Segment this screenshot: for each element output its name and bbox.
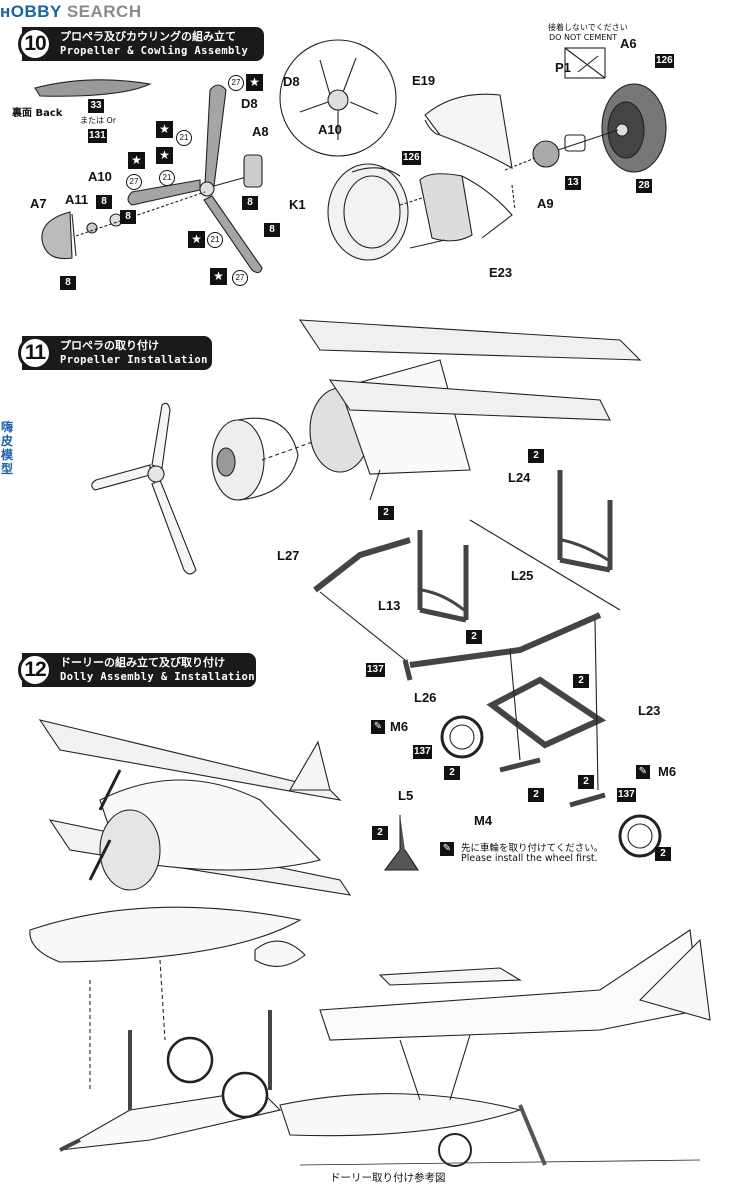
code-137-a: 137: [366, 663, 385, 677]
code-28: 28: [636, 179, 652, 193]
step-10-title-jp: プロペラ及びカウリングの組み立て: [60, 30, 236, 43]
part-m4: M4: [474, 813, 493, 828]
paint-21-c: 21: [207, 232, 223, 248]
wheel-note-jp: 先に車輪を取り付けてください。: [461, 843, 604, 854]
back-label: 裏面 Back: [12, 108, 63, 119]
reference-caption: ドーリー取り付け参考図: [330, 1172, 446, 1184]
step-11-header: 11 プロペラの取り付け Propeller Installation: [18, 336, 212, 370]
part-l23: L23: [638, 703, 661, 718]
code-13: 13: [565, 176, 581, 190]
part-l13: L13: [378, 598, 401, 613]
paint-21-a: 21: [176, 130, 192, 146]
code-131: 131: [88, 129, 107, 143]
part-a7: A7: [30, 196, 47, 211]
part-e23: E23: [489, 265, 513, 280]
code-2-i: 2: [655, 847, 671, 861]
part-m6-a: M6: [390, 719, 409, 734]
paint-21-b: 21: [159, 170, 175, 186]
part-d8-circle: D8: [283, 74, 300, 89]
code-8-c: 8: [60, 276, 76, 290]
part-l24: L24: [508, 470, 531, 485]
star-icon: ★: [156, 147, 173, 164]
watermark: ʜOBBY SEARCH: [0, 2, 142, 22]
code-126-a: 126: [402, 151, 421, 165]
watermark-logo: ʜOBBY: [0, 2, 62, 21]
code-33: 33: [88, 99, 104, 113]
code-2-g: 2: [578, 775, 594, 789]
code-8-d: 8: [242, 196, 258, 210]
star-icon: ★: [188, 231, 205, 248]
part-m6-b: M6: [658, 764, 677, 779]
part-a6: A6: [620, 36, 637, 51]
paint-27-a: 27: [228, 75, 244, 91]
part-a10: A10: [88, 169, 112, 184]
no-cement-jp: 接着しないでください: [548, 23, 628, 32]
step-11-number: 11: [18, 336, 52, 370]
brush-icon: ✎: [636, 765, 650, 779]
step-10-title-en: Propeller & Cowling Assembly: [60, 45, 249, 57]
code-8-b: 8: [120, 210, 136, 224]
or-label: または Or: [80, 116, 117, 125]
code-8-a: 8: [96, 195, 112, 209]
part-a10-circle: A10: [318, 122, 342, 137]
star-icon: ★: [156, 121, 173, 138]
paint-27-b: 27: [126, 174, 142, 190]
code-137-b: 137: [413, 745, 432, 759]
step-12-number: 12: [18, 653, 52, 687]
part-l25: L25: [511, 568, 534, 583]
brush-icon: ✎: [371, 720, 385, 734]
step-12-title-jp: ドーリーの組み立て及び取り付け: [60, 656, 225, 669]
star-icon: ★: [128, 152, 145, 169]
code-2-b: 2: [378, 506, 394, 520]
step-10-number: 10: [18, 27, 52, 61]
paint-27-c: 27: [232, 270, 248, 286]
part-a9: A9: [537, 196, 554, 211]
code-137-c: 137: [617, 788, 636, 802]
part-l5: L5: [398, 788, 414, 803]
code-2-e: 2: [444, 766, 460, 780]
part-l27: L27: [277, 548, 300, 563]
code-2-d: 2: [573, 674, 589, 688]
part-e19: E19: [412, 73, 436, 88]
wheel-note-en: Please install the wheel first.: [461, 853, 598, 864]
brush-icon: ✎: [440, 842, 454, 856]
watermark-side-text: 嗨 皮 模 型: [0, 420, 13, 476]
part-d8: D8: [241, 96, 258, 111]
part-p1: P1: [555, 60, 571, 75]
code-2-h: 2: [372, 826, 388, 840]
step-12-title-en: Dolly Assembly & Installation: [60, 671, 255, 683]
code-2-c: 2: [466, 630, 482, 644]
star-icon: ★: [210, 268, 227, 285]
step-12-header: 12 ドーリーの組み立て及び取り付け Dolly Assembly & Inst…: [18, 653, 256, 687]
part-k1: K1: [289, 197, 306, 212]
part-a8: A8: [252, 124, 269, 139]
code-126-b: 126: [655, 54, 674, 68]
code-2-f: 2: [528, 788, 544, 802]
step-11-title-en: Propeller Installation: [60, 354, 208, 366]
code-2-a: 2: [528, 449, 544, 463]
no-cement-en: DO NOT CEMENT: [549, 33, 618, 42]
step-11-title-jp: プロペラの取り付け: [60, 339, 159, 352]
part-a11: A11: [65, 192, 89, 207]
part-l26: L26: [414, 690, 437, 705]
star-icon: ★: [246, 74, 263, 91]
step-10-header: 10 プロペラ及びカウリングの組み立て Propeller & Cowling …: [18, 27, 264, 61]
code-8-e: 8: [264, 223, 280, 237]
watermark-search: SEARCH: [66, 2, 142, 21]
